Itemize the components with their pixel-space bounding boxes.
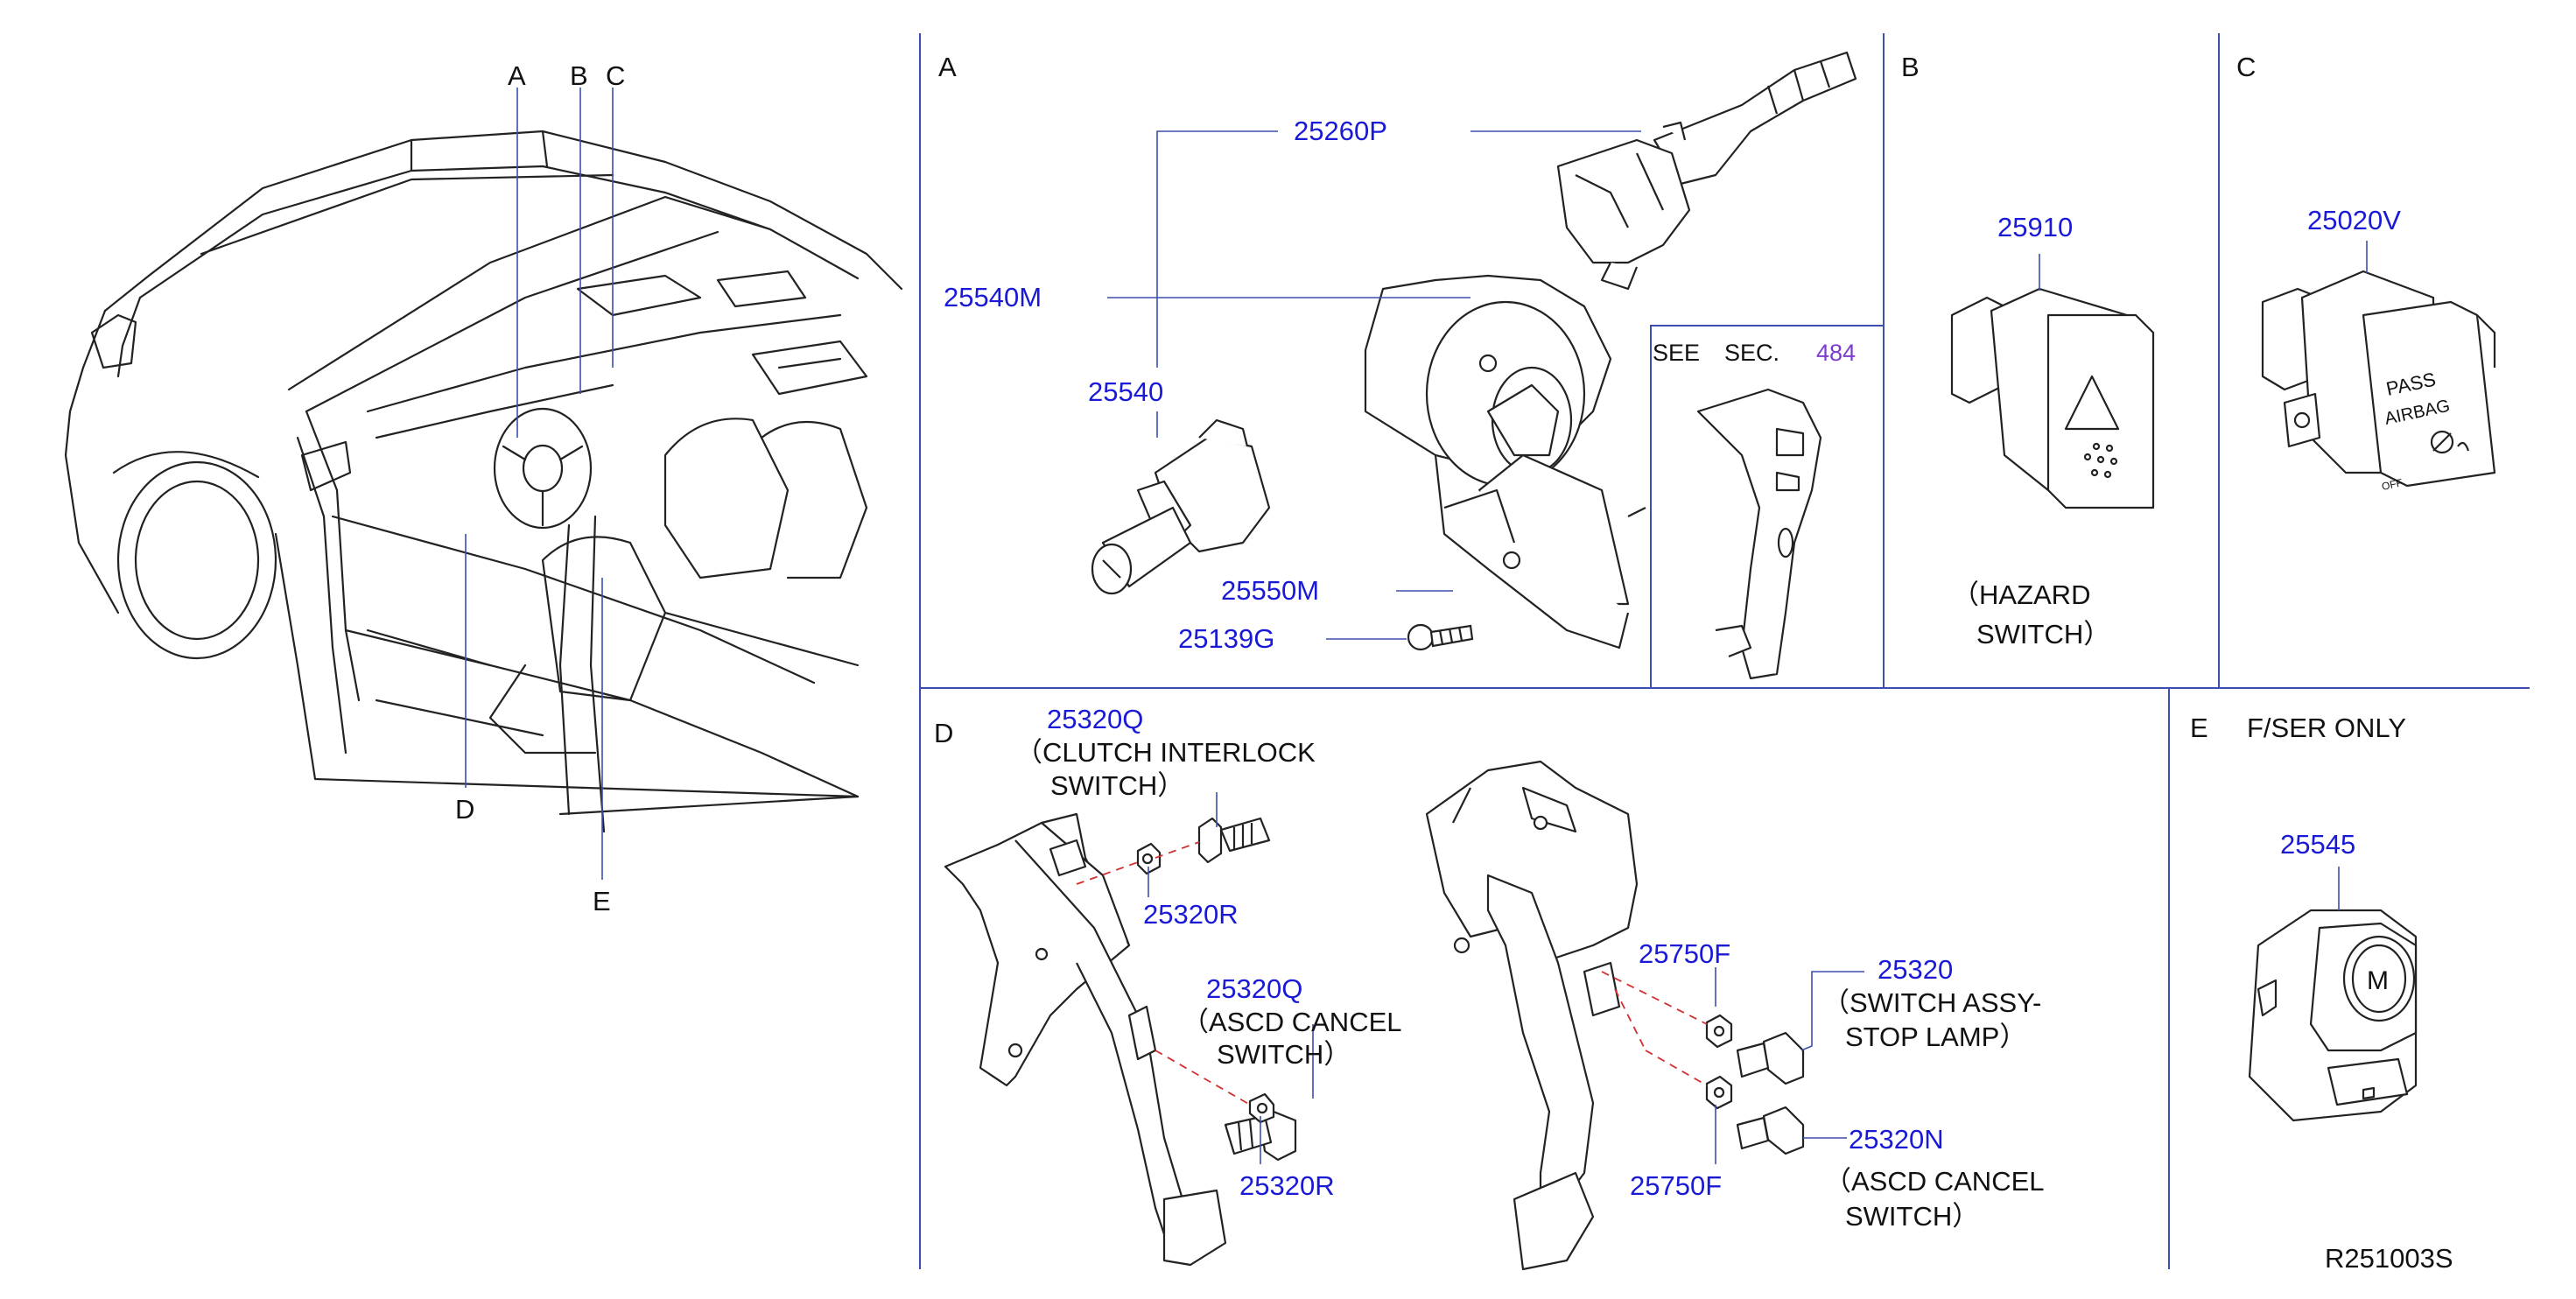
clutch-pedal-assembly: [944, 812, 1227, 1267]
stop-lamp-name-line1: （SWITCH ASSY-: [1822, 987, 2041, 1018]
callout-b: B: [570, 60, 588, 91]
knob-letter: M: [2367, 966, 2389, 995]
ascd2-name-line1: （ASCD CANCEL: [1824, 1166, 2045, 1197]
part-25540: 25540: [1088, 376, 1163, 407]
overview-leader-lines: [465, 88, 614, 880]
ascd1-name-line2: SWITCH）: [1217, 1039, 1351, 1070]
overview-callouts: A B C D E: [455, 60, 625, 916]
section-e-labels: 25545 M: [2280, 829, 2389, 995]
clutch-name-line1: （CLUTCH INTERLOCK: [1015, 737, 1316, 768]
part-25540M: 25540M: [944, 282, 1042, 312]
part-25320: 25320: [1878, 954, 1953, 985]
stop-lamp-switch: [1705, 1014, 1805, 1085]
ignition-switch: [1091, 418, 1271, 595]
section-d-leader-lines: [1148, 792, 1864, 1164]
clutch-interlock-switch: [1136, 817, 1271, 875]
part-25750F-bottom: 25750F: [1630, 1170, 1722, 1201]
installation-dashed-lines: [1076, 841, 1708, 1106]
section-a-leader-lines: [1107, 130, 1641, 640]
callout-a: A: [508, 60, 526, 91]
section-b-labels: 25910 （HAZARD SWITCH）: [1952, 212, 2110, 650]
part-25139G: 25139G: [1178, 623, 1274, 654]
clutch-name-line2: SWITCH）: [1050, 770, 1184, 801]
airbag-indicator-drawing: [2261, 270, 2496, 488]
section-a-labels: 25260P 25540M 25540 25550M 25139G SEE SE…: [944, 116, 1856, 654]
section-a-letter: A: [938, 52, 957, 82]
car-overview-drawing: [64, 130, 903, 833]
drawing-code: R251003S: [2325, 1243, 2453, 1274]
section-dividers: [919, 33, 2530, 1269]
part-25910: 25910: [1997, 212, 2073, 242]
part-25750F-top: 25750F: [1639, 938, 1730, 969]
ascd-cancel-switch-left: [1224, 1092, 1297, 1162]
section-e-note: F/SER ONLY: [2247, 713, 2406, 743]
brake-pedal-assembly: [1425, 760, 1639, 1271]
hazard-name-line1: （HAZARD: [1952, 579, 2090, 610]
spiral-cable-assembly: [1364, 274, 1646, 650]
see-label: SEE: [1653, 340, 1700, 366]
part-25320Q-clutch: 25320Q: [1047, 704, 1143, 734]
part-25320N: 25320N: [1849, 1124, 1944, 1155]
steering-column-cover: [1696, 388, 1822, 680]
sec-number: 484: [1816, 340, 1856, 366]
ascd1-name-line1: （ASCD CANCEL: [1182, 1007, 1402, 1037]
ascd2-name-line2: SWITCH）: [1845, 1201, 1979, 1232]
mirror-switch-drawing: [2248, 909, 2418, 1122]
callout-c: C: [606, 60, 625, 91]
part-25020V: 25020V: [2307, 205, 2401, 235]
hazard-switch-drawing: [1950, 287, 2155, 509]
ascd-cancel-switch-right: [1705, 1075, 1805, 1155]
callout-e: E: [593, 886, 611, 916]
section-d-letter: D: [934, 718, 953, 748]
part-25550M: 25550M: [1221, 575, 1319, 606]
stop-lamp-name-line2: STOP LAMP）: [1845, 1022, 2026, 1052]
part-25320Q-ascd: 25320Q: [1206, 973, 1302, 1004]
off-text: OFF: [2381, 476, 2404, 493]
screw-25139G: [1407, 623, 1474, 651]
section-b-letter: B: [1901, 52, 1920, 82]
combination-switch-lever: [1556, 51, 1857, 291]
callout-d: D: [455, 794, 474, 825]
section-d-labels: 25320Q （CLUTCH INTERLOCK SWITCH） 25320R …: [1015, 704, 2045, 1232]
hazard-name-line2: SWITCH）: [1976, 619, 2110, 650]
section-c-letter: C: [2236, 52, 2256, 82]
sec-label: SEC.: [1724, 340, 1779, 366]
part-25260P: 25260P: [1294, 116, 1387, 146]
section-e-letter: E: [2190, 713, 2208, 743]
part-25545: 25545: [2280, 829, 2355, 860]
part-25320R-top: 25320R: [1143, 899, 1239, 930]
part-25320R-bottom: 25320R: [1239, 1170, 1335, 1201]
